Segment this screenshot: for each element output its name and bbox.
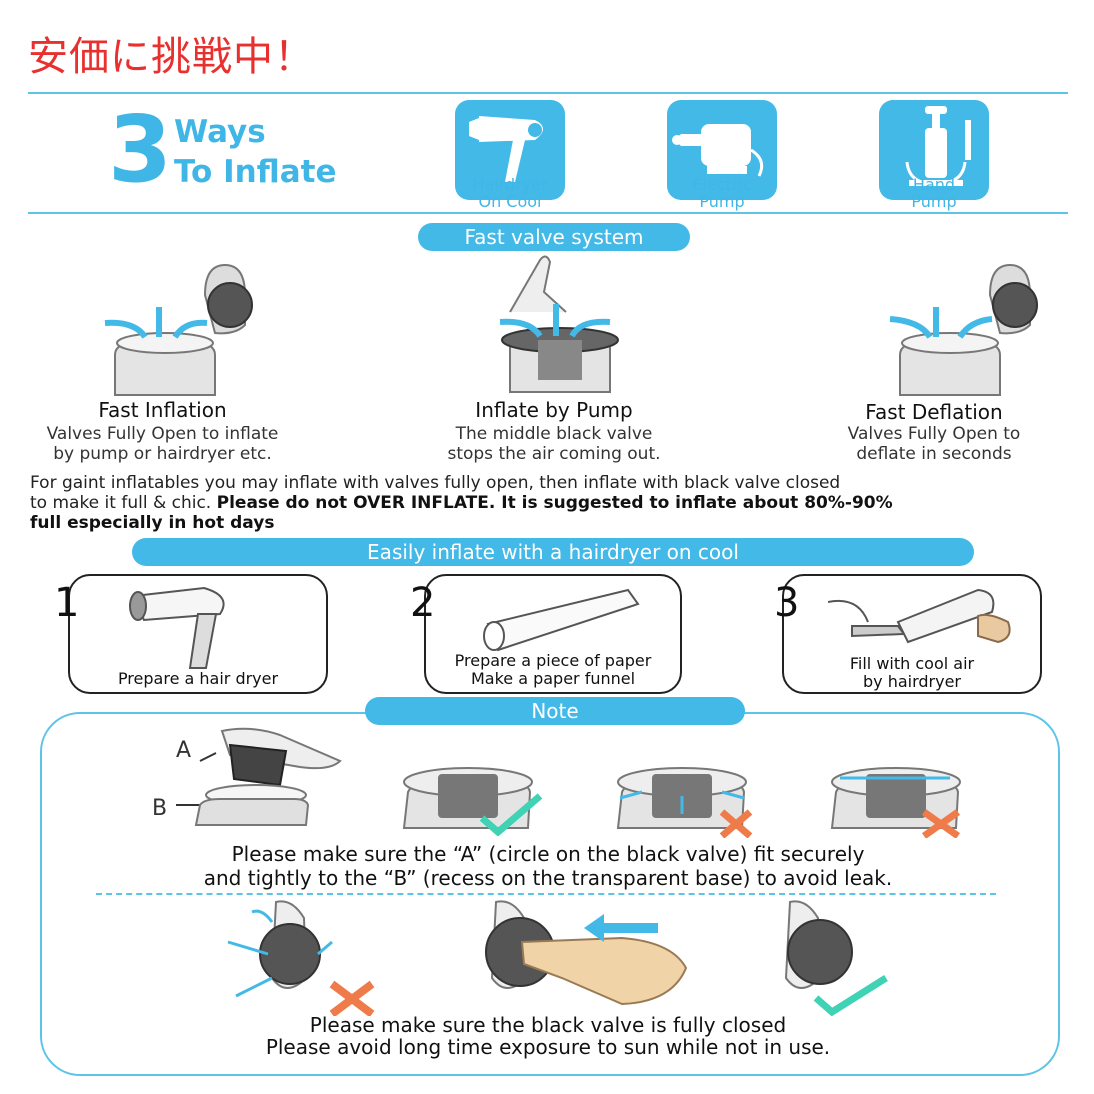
note-text-3: Please make sure the black valve is full… [309, 1013, 787, 1037]
top-divider [28, 92, 1068, 94]
valve-inflate-pump-illustration [499, 255, 619, 393]
ways-line1: Ways [174, 114, 266, 150]
valve-system-pill: Fast valve system [418, 223, 690, 251]
valve-wrong-fit-1 [616, 767, 753, 838]
valve-closed-correct [784, 900, 888, 1016]
hairdryer-icon [129, 586, 225, 669]
valve-wrong-fit-2 [830, 767, 961, 838]
hairdryer-icon [469, 116, 543, 182]
step-1-number: 1 [54, 580, 80, 626]
promo-banner: 安価に挑戦中！ [28, 34, 315, 80]
electric-pump-icon [672, 124, 764, 177]
note-text-1: Please make sure the “A” (circle on the … [231, 842, 865, 866]
mid-divider [28, 212, 1068, 214]
step-1-card [68, 574, 328, 694]
method-hand-pump [879, 100, 989, 200]
inflate-pump-title: Inflate by Pump [475, 398, 633, 422]
step-2-number: 2 [410, 580, 436, 626]
valve-a-b-diagram [176, 727, 342, 826]
valve-fast-deflation-illustration [889, 263, 1038, 396]
step-3-card [782, 574, 1042, 694]
hairdryer-pill: Easily inflate with a hairdryer on cool [132, 538, 974, 566]
fill-air-icon [828, 588, 1011, 644]
label-a: A [176, 738, 192, 763]
note-dashed-divider [96, 893, 996, 895]
ways-number: 3 [108, 96, 173, 203]
note-pill: Note [365, 697, 745, 725]
step-1-label: Prepare a hair dryer [117, 669, 279, 688]
ways-line2: To Inflate [174, 154, 337, 190]
method-hairdryer [455, 100, 565, 200]
valve-correct-fit [402, 767, 543, 836]
valve-not-closed [227, 900, 375, 1016]
method-electric-pump [667, 100, 777, 200]
step-2-card [424, 574, 682, 694]
valve-closing-with-finger [485, 900, 688, 1006]
fast-deflation-title: Fast Deflation [865, 400, 1003, 424]
hand-pump-icon [905, 106, 971, 186]
note-text-4: Please avoid long time exposure to sun w… [265, 1035, 831, 1059]
note-text-2: and tightly to the “B” (recess on the tr… [203, 866, 893, 890]
step-3-number: 3 [774, 580, 800, 626]
fast-inflation-title: Fast Inflation [98, 398, 227, 422]
inflation-advice: For gaint inflatables you may inflate wi… [30, 473, 893, 533]
valve-fast-inflation-illustration [104, 263, 253, 396]
label-b: B [152, 796, 168, 821]
paper-funnel-icon [483, 588, 640, 652]
